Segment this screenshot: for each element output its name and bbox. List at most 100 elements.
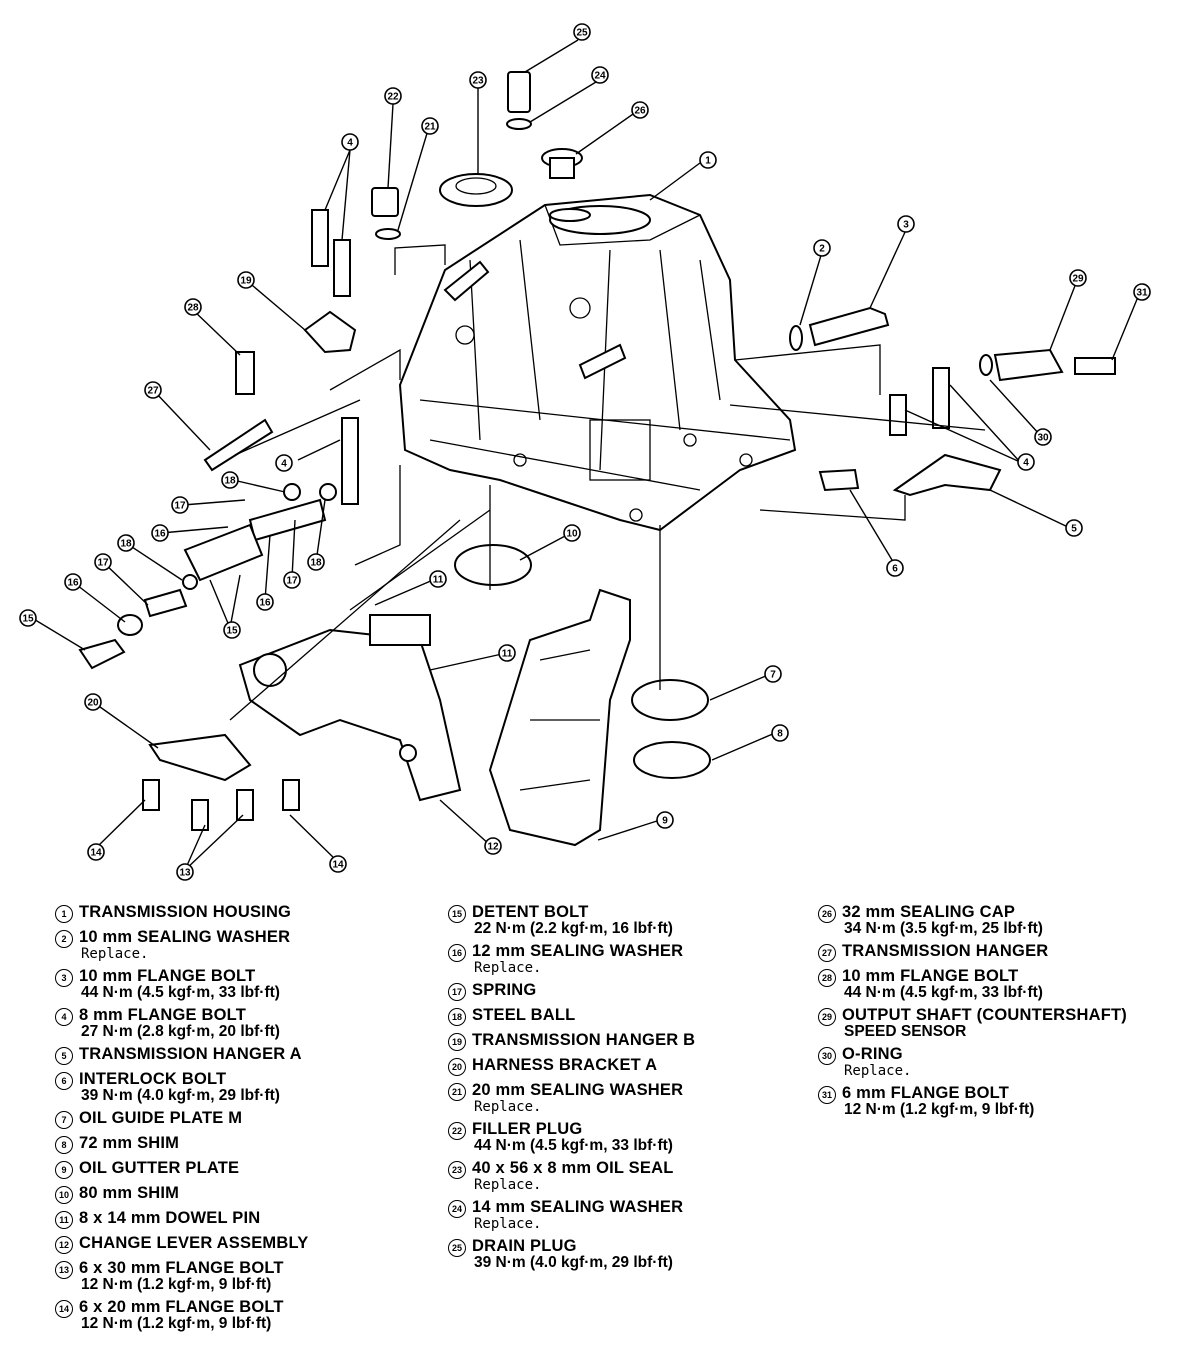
legend-number: 6	[55, 1072, 73, 1090]
legend-name: 8 x 14 mm DOWEL PIN	[79, 1209, 261, 1227]
svg-text:24: 24	[594, 71, 606, 82]
change-lever-drawing	[142, 614, 462, 831]
callout-15: 15	[223, 621, 241, 639]
callout-17: 17	[94, 553, 112, 571]
callout-16: 16	[151, 524, 169, 542]
legend-name: CHANGE LEVER ASSEMBLY	[79, 1234, 309, 1252]
legend-name: INTERLOCK BOLT	[79, 1070, 227, 1088]
legend-number: 7	[55, 1111, 73, 1129]
legend-number: 4	[55, 1008, 73, 1026]
legend-name: HARNESS BRACKET A	[472, 1056, 658, 1074]
legend-number: 22	[448, 1122, 466, 1140]
svg-text:16: 16	[67, 578, 79, 589]
callout-29: 29	[1069, 269, 1087, 287]
legend-number: 25	[448, 1239, 466, 1257]
svg-text:15: 15	[226, 626, 238, 637]
svg-text:4: 4	[1023, 458, 1029, 469]
legend-spec: 39 N·m (4.0 kgf·m, 29 lbf·ft)	[474, 1254, 673, 1271]
callout-11: 11	[498, 644, 516, 662]
legend-number: 15	[448, 905, 466, 923]
legend-number: 23	[448, 1161, 466, 1179]
legend-note: Replace.	[474, 1177, 542, 1193]
legend-name: 12 mm SEALING WASHER	[472, 942, 684, 960]
callout-1: 1	[699, 151, 717, 169]
transmission-housing-drawing	[398, 193, 797, 532]
svg-text:14: 14	[90, 848, 102, 859]
callout-22: 22	[384, 87, 402, 105]
legend-spec: 12 N·m (1.2 kgf·m, 9 lbf·ft)	[81, 1276, 272, 1293]
legend-number: 28	[818, 969, 836, 987]
callout-10: 10	[563, 524, 581, 542]
svg-text:3: 3	[903, 220, 909, 231]
callout-31: 31	[1133, 283, 1151, 301]
callout-16: 16	[64, 573, 82, 591]
oil-gutter-plate-drawing	[488, 588, 631, 847]
svg-text:26: 26	[634, 106, 646, 117]
callout-14: 14	[329, 855, 347, 873]
legend-spec: 44 N·m (4.5 kgf·m, 33 lbf·ft)	[81, 984, 280, 1001]
alignment-lines	[229, 244, 986, 721]
callout-2: 2	[813, 239, 831, 257]
callout-16: 16	[256, 593, 274, 611]
callout-4: 4	[275, 454, 293, 472]
legend-name: 14 mm SEALING WASHER	[472, 1198, 684, 1216]
svg-text:17: 17	[97, 558, 109, 569]
svg-text:5: 5	[1071, 524, 1077, 535]
svg-text:10: 10	[566, 529, 578, 540]
svg-text:20: 20	[87, 698, 99, 709]
legend-name: 10 mm SEALING WASHER	[79, 928, 291, 946]
legend-number: 8	[55, 1136, 73, 1154]
legend-name: TRANSMISSION HANGER	[842, 942, 1049, 960]
exploded-view-diagram: 1234445678910111112131414151516161617171…	[19, 23, 1151, 881]
legend-number: 14	[55, 1300, 73, 1318]
legend-spec: 44 N·m (4.5 kgf·m, 33 lbf·ft)	[844, 984, 1043, 1001]
leader-lines	[31, 39, 1141, 871]
callout-9: 9	[656, 811, 674, 829]
legend-name: 6 x 30 mm FLANGE BOLT	[79, 1259, 284, 1277]
callout-18: 18	[117, 534, 135, 552]
legend-number: 29	[818, 1008, 836, 1026]
svg-text:18: 18	[224, 476, 236, 487]
legend-name: FILLER PLUG	[472, 1120, 583, 1138]
legend-number: 18	[448, 1008, 466, 1026]
svg-text:4: 4	[347, 138, 353, 149]
svg-text:18: 18	[120, 539, 132, 550]
legend-number: 12	[55, 1236, 73, 1254]
callout-4: 4	[341, 133, 359, 151]
legend-name: TRANSMISSION HANGER B	[472, 1031, 696, 1049]
callout-24: 24	[591, 66, 609, 84]
callout-12: 12	[484, 837, 502, 855]
legend-name: 32 mm SEALING CAP	[842, 903, 1016, 921]
legend-number: 31	[818, 1086, 836, 1104]
callout-17: 17	[171, 496, 189, 514]
svg-text:18: 18	[310, 558, 322, 569]
legend-name: 8 mm FLANGE BOLT	[79, 1006, 246, 1024]
legend-spec: 27 N·m (2.8 kgf·m, 20 lbf·ft)	[81, 1023, 280, 1040]
callout-30: 30	[1034, 428, 1052, 446]
legend-name: 10 mm FLANGE BOLT	[842, 967, 1019, 985]
callout-28: 28	[184, 298, 202, 316]
legend-name: OIL GUTTER PLATE	[79, 1159, 240, 1177]
legend-name: 40 x 56 x 8 mm OIL SEAL	[472, 1159, 674, 1177]
svg-text:6: 6	[892, 564, 898, 575]
callout-19: 19	[237, 271, 255, 289]
legend-name: 6 x 20 mm FLANGE BOLT	[79, 1298, 284, 1316]
legend-note: Replace.	[474, 1099, 542, 1115]
